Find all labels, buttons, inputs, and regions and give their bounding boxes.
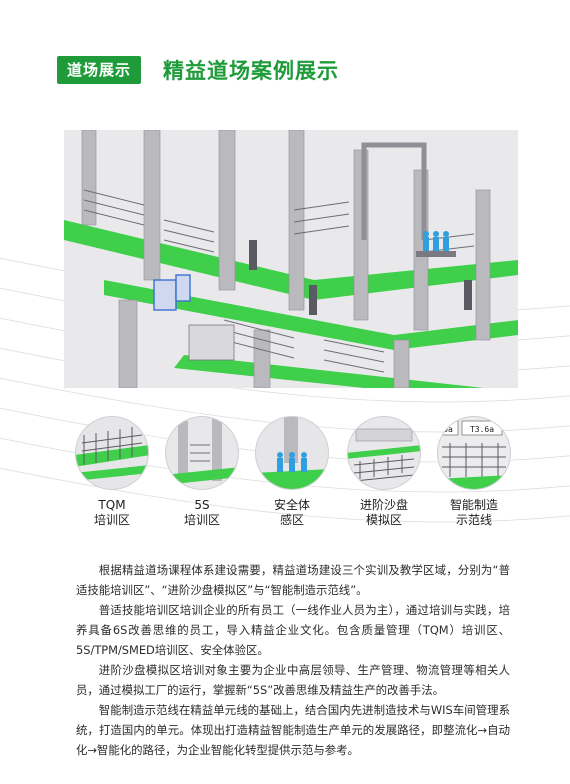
thumb-sandbox-caption: 进阶沙盘 模拟区 (359, 498, 408, 527)
sandbox-zone-image (347, 416, 421, 490)
thumb-smart: 6a T3.6a 智能制造 示范线 (436, 415, 512, 528)
thumb-tqm-caption: TQM 培训区 (93, 498, 130, 527)
smart-line-image: 6a T3.6a (437, 416, 511, 490)
safety-zone-image (255, 416, 329, 490)
paragraph: 进阶沙盘模拟区培训对象主要为企业中高层领导、生产管理、物流管理等相关人员，通过模… (76, 663, 510, 697)
thumb-safety-caption: 安全体 感区 (273, 498, 310, 527)
tqm-zone-image (75, 416, 149, 490)
thumb-5s-caption: 5S 培训区 (183, 498, 220, 527)
thumb-smart-caption: 智能制造 示范线 (449, 498, 498, 527)
thumb-sandbox: 进阶沙盘 模拟区 (346, 415, 422, 528)
section-tag: 道场展示 (57, 56, 142, 84)
thumb-5s: 5S 培训区 (164, 415, 240, 528)
page-title: 精益道场案例展示 (163, 59, 340, 83)
body-text: 根据精益道场课程体系建设需要，精益道场建设三个实训及教学区域，分别为“普适技能培… (76, 560, 510, 760)
5s-zone-image (165, 416, 239, 490)
paragraph: 根据精益道场课程体系建设需要，精益道场建设三个实训及教学区域，分别为“普适技能培… (76, 563, 510, 597)
section-header: 道场展示 精益道场案例展示 (57, 55, 339, 85)
smart-label-a: 6a (443, 425, 453, 434)
smart-label-b: T3.6a (470, 425, 494, 434)
thumb-tqm: TQM 培训区 (74, 415, 150, 528)
hero-factory-render (64, 130, 518, 388)
paragraph: 智能制造示范线在精益单元线的基础上，结合国内先进制造技术与WIS车间管理系统，打… (76, 703, 510, 757)
zone-thumbnails: TQM 培训区 5S 培训区 (68, 415, 520, 535)
thumb-safety: 安全体 感区 (254, 415, 330, 528)
paragraph: 普适技能培训区培训企业的所有员工（一线作业人员为主），通过培训与实践，培养具备6… (76, 603, 510, 657)
